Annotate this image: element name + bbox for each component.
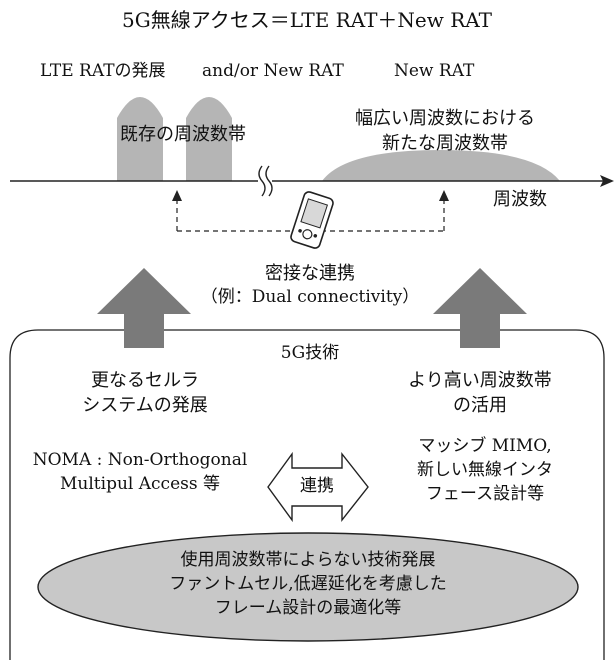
axis-arrowhead bbox=[600, 175, 614, 187]
common-tech-line2: ファントムセル,低遅延化を考慮した bbox=[169, 574, 447, 594]
dashed-arrowhead-left bbox=[172, 190, 182, 201]
noma-label-line1: NOMA : Non-Orthogonal bbox=[32, 450, 248, 470]
common-tech-line3: フレーム設計の最適化等 bbox=[214, 598, 402, 618]
dual-connectivity-dashed-link bbox=[176, 198, 445, 232]
smartphone-icon bbox=[290, 191, 334, 249]
existing-band-1 bbox=[117, 97, 163, 181]
common-tech-line1: 使用周波数帯によらない技術発展 bbox=[180, 550, 436, 570]
5g-tech-title: 5G技術 bbox=[280, 343, 340, 363]
up-arrow-right bbox=[433, 268, 527, 348]
link-label: 連携 bbox=[300, 476, 334, 496]
existing-band-2 bbox=[186, 97, 232, 181]
axis-break-mark bbox=[258, 165, 273, 197]
new-band-label-line1: 幅広い周波数における bbox=[355, 108, 535, 129]
close-cooperation-label: 密接な連携 bbox=[265, 263, 355, 284]
cellular-evolution-line1: 更なるセルラ bbox=[91, 370, 199, 391]
dual-connectivity-example: （例：Dual connectivity） bbox=[200, 287, 420, 307]
massive-mimo-line2: 新しい無線インタ bbox=[417, 460, 553, 480]
higher-band-line1: より高い周波数帯 bbox=[408, 370, 552, 391]
frequency-axis-label: 周波数 bbox=[493, 189, 547, 210]
dashed-arrowhead-right bbox=[439, 190, 449, 201]
massive-mimo-line3: フェース設計等 bbox=[425, 484, 545, 504]
page-title: 5G無線アクセス＝LTE RAT＋New RAT bbox=[122, 8, 492, 32]
higher-band-line2: の活用 bbox=[453, 395, 507, 416]
and-or-new-rat-label: and/or New RAT bbox=[202, 61, 344, 81]
link-double-arrow bbox=[267, 451, 369, 523]
up-arrow-left bbox=[97, 268, 191, 348]
new-band bbox=[322, 150, 560, 181]
existing-band-label: 既存の周波数帯 bbox=[120, 124, 246, 145]
common-tech-ellipse bbox=[37, 532, 579, 642]
new-rat-label: New RAT bbox=[394, 61, 475, 81]
noma-label-line2: Multipul Access 等 bbox=[60, 474, 220, 494]
cellular-evolution-line2: システムの発展 bbox=[82, 395, 208, 416]
new-band-label-line2: 新たな周波数帯 bbox=[382, 133, 508, 154]
massive-mimo-line1: マッシブ MIMO, bbox=[418, 436, 552, 456]
lte-rat-label: LTE RATの発展 bbox=[40, 61, 166, 81]
5g-tech-box bbox=[9, 329, 605, 660]
